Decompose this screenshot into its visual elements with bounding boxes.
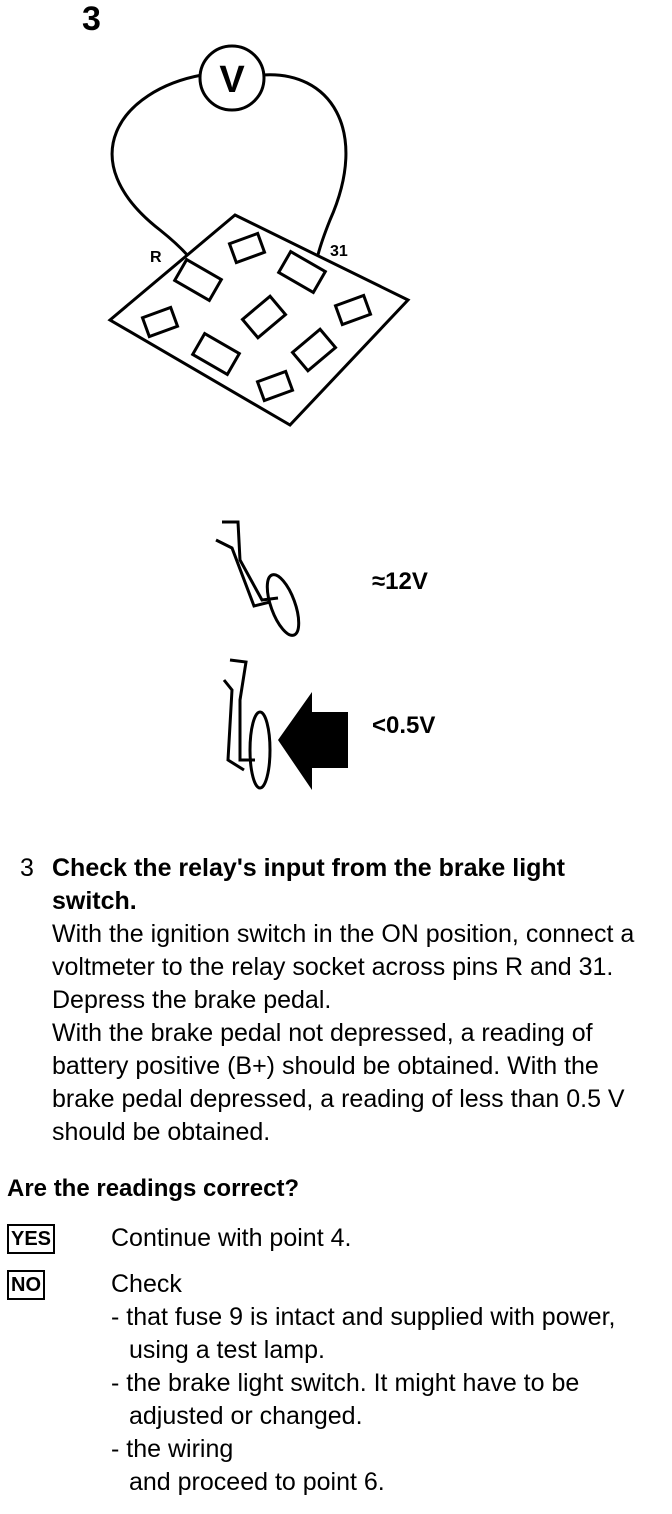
pin-r-label: R — [150, 249, 162, 266]
yes-badge: YES — [7, 1224, 56, 1254]
socket-pins — [140, 231, 373, 403]
socket-pin-31 — [276, 249, 328, 295]
answer-no: NO Check - that fuse 9 is intact and sup… — [7, 1268, 652, 1499]
brake-pedal-released — [215, 520, 301, 637]
yes-text: Continue with point 4. — [111, 1224, 352, 1252]
socket-pin — [333, 293, 373, 327]
brake-pedal-pressed — [222, 658, 272, 790]
pin-31-label: 31 — [330, 243, 348, 260]
no-badge: NO — [7, 1270, 45, 1300]
no-item-fuse: - that fuse 9 is intact and supplied wit… — [111, 1303, 616, 1364]
no-item-switch: - the brake light switch. It might have … — [111, 1369, 580, 1430]
step-heading: Check the relay's input from the brake l… — [52, 854, 566, 915]
reading-pedal-pressed: <0.5V — [372, 712, 436, 739]
socket-pin — [255, 369, 295, 403]
figure-number: 3 — [82, 0, 101, 38]
no-closing: and proceed to point 6. — [129, 1468, 385, 1496]
step-3: 3 Check the relay's input from the brake… — [20, 852, 652, 1149]
relay-socket-illustration: V R 31 — [107, 44, 411, 790]
socket-pin-r — [172, 257, 224, 303]
pressure-arrow-icon — [278, 692, 348, 790]
step-paragraph-2: With the brake pedal not depressed, a re… — [52, 1019, 625, 1146]
step-number: 3 — [20, 854, 34, 882]
socket-pin — [140, 305, 180, 339]
question-heading: Are the readings correct? — [7, 1175, 300, 1202]
no-item-wiring: - the wiring — [111, 1435, 234, 1463]
socket-pin — [227, 231, 267, 265]
socket-pin — [290, 327, 338, 373]
step-paragraph-1: With the ignition switch in the ON posit… — [52, 920, 635, 1014]
voltmeter-symbol: V — [219, 59, 245, 101]
no-intro: Check — [111, 1270, 182, 1298]
reading-pedal-released: ≈12V — [372, 568, 428, 595]
socket-pin — [190, 331, 242, 377]
voltmeter-icon: V — [198, 44, 266, 112]
answer-yes: YES Continue with point 4. — [7, 1222, 652, 1255]
socket-pin — [240, 294, 288, 340]
